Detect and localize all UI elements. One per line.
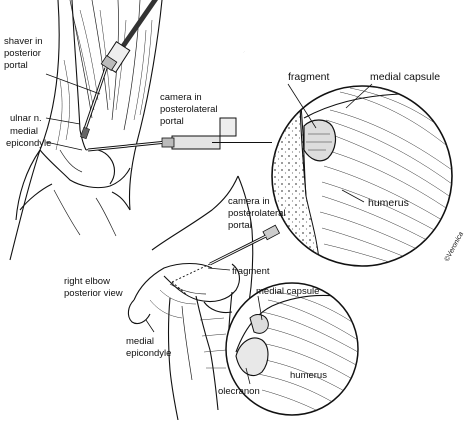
leader-lines xyxy=(45,73,373,385)
label-shaver-line1: shaver in xyxy=(4,36,43,47)
label-fragment-top: fragment xyxy=(288,71,330,83)
camera-top-instrument xyxy=(87,51,272,152)
label-medial-epicondyle-top-line2: epicondyle xyxy=(6,138,51,149)
label-humerus-top: humerus xyxy=(368,197,409,209)
label-camera-bottom-line2: posterolateral xyxy=(228,208,286,219)
label-camera-bottom-line3: portal xyxy=(228,220,252,231)
annotation-labels: shaver in posterior portal ulnar n. medi… xyxy=(4,36,464,397)
shaver-instrument xyxy=(80,0,158,140)
camera-bottom-instrument xyxy=(171,224,281,295)
label-medial-epicondyle-bottom-line2: epicondyle xyxy=(126,348,171,359)
label-ulnar-nerve: ulnar n. xyxy=(10,113,42,124)
label-camera-top-line1: camera in xyxy=(160,92,202,103)
label-camera-top-line2: posterolateral xyxy=(160,104,218,115)
label-olecranon: olecranon xyxy=(218,386,260,397)
label-medial-epicondyle-top-line1: medial xyxy=(10,126,38,137)
label-shaver-line2: posterior xyxy=(4,48,41,59)
artist-signature: ©Veronica xyxy=(443,230,464,263)
label-camera-top-line3: portal xyxy=(160,116,184,127)
magnified-view-top xyxy=(271,85,453,267)
label-shaver-line3: portal xyxy=(4,60,28,71)
label-humerus-bottom: humerus xyxy=(290,370,327,381)
label-fragment-bottom: fragment xyxy=(232,266,270,277)
label-medial-epicondyle-bottom-line1: medial xyxy=(126,336,154,347)
label-right-elbow-line1: right elbow xyxy=(64,276,110,287)
magnified-view-bottom xyxy=(225,282,359,416)
label-camera-bottom-line1: camera in xyxy=(228,196,270,207)
label-medial-capsule-top: medial capsule xyxy=(370,71,440,83)
label-medial-capsule-bottom: medial capsule xyxy=(256,286,319,297)
label-right-elbow-line2: posterior view xyxy=(64,288,123,299)
